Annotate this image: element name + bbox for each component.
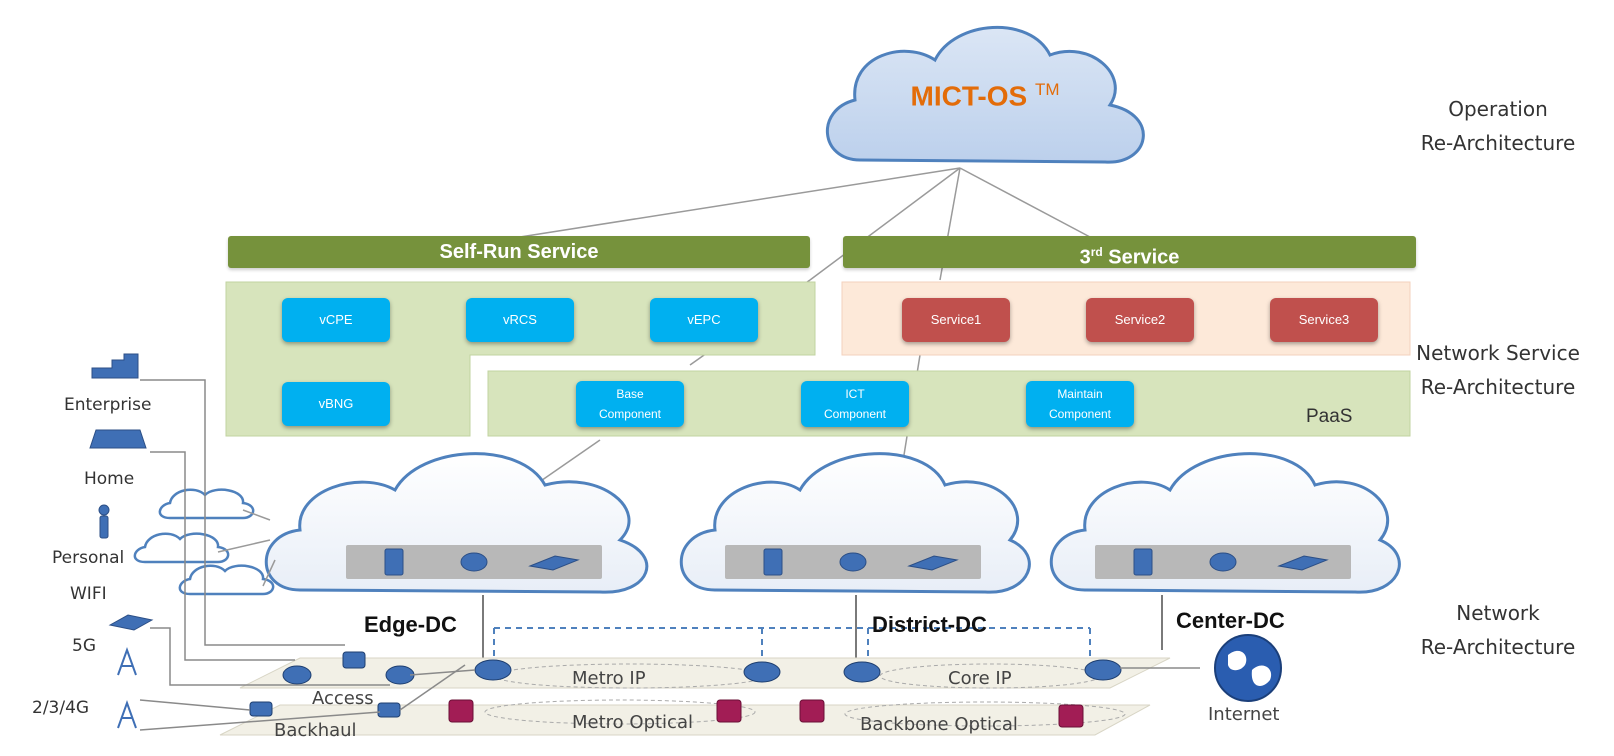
router-icon	[282, 665, 312, 685]
center-dc-label: Center-DC	[1176, 608, 1285, 633]
backbone-optical-label: Backbone Optical	[860, 714, 1018, 735]
antenna-icons	[117, 647, 137, 729]
operation-line2: Re-Architecture	[1420, 131, 1576, 155]
access-cloud-links	[217, 509, 276, 587]
operation-line1: Operation	[1448, 97, 1548, 121]
234g-label: 2/3/4G	[32, 698, 90, 718]
third-service-bar: 3rd Service	[843, 236, 1416, 269]
enterprise-icon	[91, 353, 139, 379]
backhaul-label: Backhaul	[274, 720, 357, 741]
third-service-suffix: Service	[1102, 246, 1180, 269]
network-line1: Network	[1456, 601, 1540, 625]
third-service-prefix: 3	[1079, 246, 1091, 269]
optical-switches	[448, 699, 1084, 728]
mict-os-label: MICT-OS TM	[900, 80, 1070, 112]
base-line1: Base	[616, 387, 644, 401]
ict-line1: ICT	[845, 387, 865, 401]
edge-dc-label: Edge-DC	[364, 612, 457, 637]
access-clouds	[133, 488, 275, 596]
personal-label: Personal	[52, 548, 125, 568]
home-label: Home	[84, 469, 135, 489]
network-service-label: Network Service Re-Architecture	[1398, 336, 1598, 404]
mict-os-tm: TM	[1034, 80, 1060, 99]
ip-routers	[249, 651, 1122, 718]
paas-base-component[interactable]: Base Component	[576, 381, 684, 427]
optical-switch-icon	[716, 699, 742, 723]
switch-icon	[907, 555, 959, 571]
maintain-line1: Maintain	[1057, 387, 1103, 401]
switch-icon	[528, 555, 580, 571]
network-label: Network Re-Architecture	[1398, 596, 1598, 664]
core-ip-label: Core IP	[948, 668, 1012, 689]
router-icon	[839, 552, 867, 572]
ict-line2: Component	[823, 407, 887, 421]
router-icon	[843, 661, 881, 683]
dc-vertical-links	[482, 595, 1163, 665]
network-service-line1: Network Service	[1416, 341, 1580, 365]
vnf-vepc[interactable]: vEPC	[650, 298, 758, 342]
router-icon	[1084, 659, 1122, 681]
access-label: Access	[312, 688, 374, 709]
optical-switch-icon	[799, 699, 825, 723]
vnf-vcpe[interactable]: vCPE	[282, 298, 390, 342]
vnf-vrcs[interactable]: vRCS	[466, 298, 574, 342]
third-service-sup: rd	[1090, 245, 1103, 259]
router-icon	[460, 552, 488, 572]
antenna-234g-icon	[117, 700, 137, 729]
internet-label: Internet	[1208, 704, 1280, 725]
vnf-vbng[interactable]: vBNG	[282, 382, 390, 426]
internet-globe-icon	[1214, 634, 1282, 702]
service-1[interactable]: Service1	[902, 298, 1010, 342]
self-run-service-bar: Self-Run Service	[228, 236, 810, 268]
router-icon	[743, 661, 781, 683]
dc-interconnect-dashed	[493, 627, 1091, 660]
paas-ict-component[interactable]: ICT Component	[801, 381, 909, 427]
mict-os-text: MICT-OS	[910, 80, 1028, 112]
router-icon	[249, 701, 273, 717]
router-icon	[377, 702, 401, 718]
paas-maintain-component[interactable]: Maintain Component	[1026, 381, 1134, 427]
metro-optical-label: Metro Optical	[572, 712, 693, 733]
left-device-icons	[89, 353, 154, 631]
server-icon	[763, 548, 783, 576]
metro-ip-label: Metro IP	[572, 668, 646, 689]
optical-switch-icon	[448, 699, 474, 723]
district-dc-label: District-DC	[872, 612, 987, 637]
network-line2: Re-Architecture	[1420, 635, 1576, 659]
equipment-icons	[384, 548, 1329, 576]
service-3[interactable]: Service3	[1270, 298, 1378, 342]
router-icon	[1209, 552, 1237, 572]
5g-label: 5G	[72, 636, 96, 656]
maintain-line2: Component	[1048, 407, 1112, 421]
enterprise-label: Enterprise	[64, 395, 152, 415]
access-wiring	[139, 379, 1200, 731]
router-icon	[474, 659, 512, 681]
paas-label: PaaS	[1306, 406, 1353, 427]
operation-label: Operation Re-Architecture	[1398, 92, 1598, 160]
optical-switch-icon	[1058, 704, 1084, 728]
base-line2: Component	[598, 407, 662, 421]
person-icon	[98, 504, 110, 516]
wifi-label: WIFI	[70, 584, 107, 604]
network-service-line2: Re-Architecture	[1420, 375, 1576, 399]
wifi-ap-icon	[108, 614, 154, 631]
mict-os-cloud-shape	[826, 25, 1145, 164]
ip-plane	[239, 657, 1171, 689]
router-icon	[342, 651, 366, 669]
home-icon	[89, 429, 147, 449]
service-2[interactable]: Service2	[1086, 298, 1194, 342]
switch-icon	[1277, 555, 1329, 571]
antenna-5g-icon	[117, 647, 137, 676]
server-icon	[384, 548, 404, 576]
router-icon	[385, 665, 415, 685]
server-icon	[1133, 548, 1153, 576]
